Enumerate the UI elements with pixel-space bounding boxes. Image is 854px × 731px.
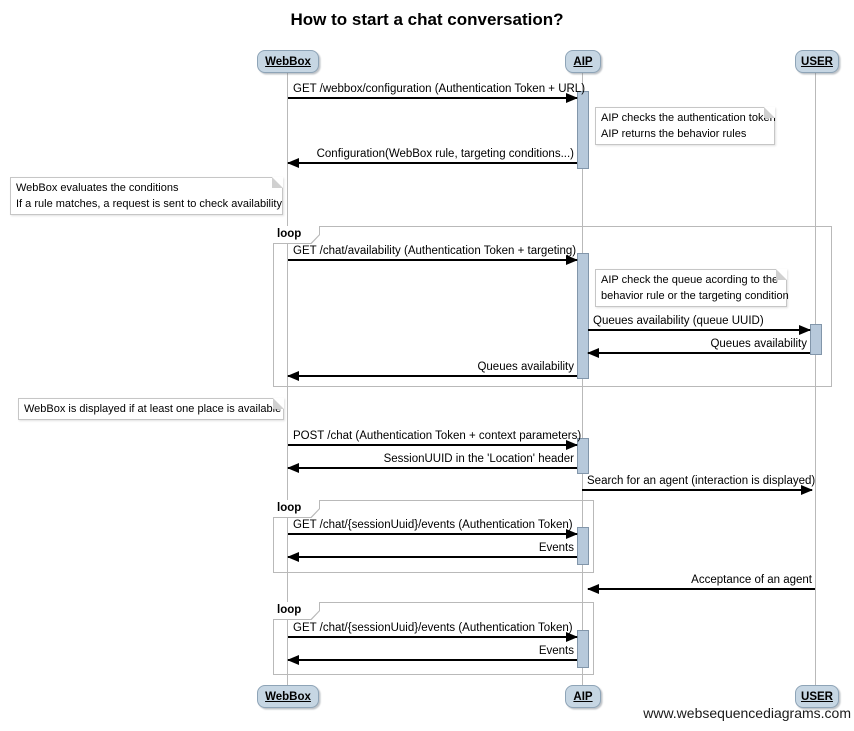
activation-aip-4 (577, 527, 589, 565)
message-acceptance-agent: Acceptance of an agent (587, 573, 815, 594)
message-label: GET /webbox/configuration (Authenticatio… (293, 83, 586, 95)
actor-aip-bottom: AIP (565, 685, 601, 708)
arrowhead-right-icon (566, 632, 578, 642)
arrow-line (288, 632, 578, 642)
actor-label: WebBox (265, 55, 311, 68)
arrowhead-left-icon (287, 158, 299, 168)
loop-label: loop (273, 500, 319, 517)
actor-label: AIP (573, 690, 593, 703)
message-label: Queues availability (477, 361, 574, 373)
arrow-line (287, 463, 577, 473)
message-events-2: Events (287, 644, 577, 665)
message-label: Events (538, 542, 574, 554)
arrowhead-left-icon (287, 463, 299, 473)
message-get-events-1: GET /chat/{sessionUuid}/events (Authenti… (288, 518, 578, 539)
arrowhead-right-icon (801, 485, 813, 495)
actor-label: WebBox (265, 690, 311, 703)
loop-label: loop (273, 226, 319, 243)
note-webbox-evaluates: WebBox evaluates the conditions If a rul… (10, 177, 283, 215)
arrow-line (587, 348, 810, 358)
message-label: Acceptance of an agent (691, 574, 812, 586)
arrowhead-right-icon (566, 93, 578, 103)
loop-tab: loop (273, 602, 320, 620)
actor-aip-top: AIP (565, 50, 601, 73)
message-label: Queues availability (710, 338, 807, 350)
arrow-line (288, 529, 578, 539)
message-queues-availability-user: Queues availability (587, 337, 810, 358)
message-configuration-response: Configuration(WebBox rule, targeting con… (287, 147, 577, 168)
message-queues-availability-webbox: Queues availability (287, 360, 577, 381)
activation-aip-2 (577, 253, 589, 379)
arrow-line (588, 325, 811, 335)
message-label: Configuration(WebBox rule, targeting con… (316, 148, 574, 160)
loop-frame-events-2: loop (273, 602, 594, 675)
lifeline-user (815, 71, 816, 685)
message-label: Events (538, 645, 574, 657)
message-get-events-2: GET /chat/{sessionUuid}/events (Authenti… (288, 621, 578, 642)
arrow-line (587, 584, 815, 594)
arrow-line (287, 655, 577, 665)
activation-aip-5 (577, 630, 589, 668)
actor-label: AIP (573, 55, 593, 68)
message-sessionuuid: SessionUUID in the 'Location' header (287, 452, 577, 473)
message-get-configuration: GET /webbox/configuration (Authenticatio… (288, 82, 586, 103)
message-label: GET /chat/{sessionUuid}/events (Authenti… (293, 519, 573, 531)
note-webbox-displayed: WebBox is displayed if at least one plac… (18, 398, 284, 420)
watermark: www.websequencediagrams.com (643, 705, 851, 721)
diagram-title: How to start a chat conversation? (290, 10, 564, 29)
actor-label: USER (801, 690, 833, 703)
message-events-1: Events (287, 541, 577, 562)
note-aip-checks-queue: AIP check the queue acording to the beha… (595, 269, 789, 307)
actor-user-top: USER (795, 50, 839, 73)
message-search-agent: Search for an agent (interaction is disp… (582, 474, 816, 495)
message-label: GET /chat/availability (Authentication T… (293, 245, 577, 257)
arrowhead-right-icon (566, 440, 578, 450)
message-queues-availability-uuid: Queues availability (queue UUID) (588, 314, 811, 335)
activation-aip-1 (577, 91, 589, 169)
actor-label: USER (801, 55, 833, 68)
arrow-line (582, 485, 813, 495)
arrowhead-left-icon (287, 655, 299, 665)
arrowhead-right-icon (799, 325, 811, 335)
actor-webbox-bottom: WebBox (257, 685, 319, 708)
message-post-chat: POST /chat (Authentication Token + conte… (288, 429, 582, 450)
activation-user-1 (810, 324, 822, 355)
arrow-line (287, 158, 577, 168)
arrowhead-left-icon (287, 552, 299, 562)
arrowhead-left-icon (587, 584, 599, 594)
arrowhead-left-icon (587, 348, 599, 358)
arrow-line (288, 93, 578, 103)
arrowhead-right-icon (566, 255, 578, 265)
loop-frame-events-1: loop (273, 500, 594, 573)
arrowhead-right-icon (566, 529, 578, 539)
activation-aip-3 (577, 438, 589, 474)
note-aip-checks-token: AIP checks the authentication token AIP … (595, 107, 776, 145)
message-get-availability: GET /chat/availability (Authentication T… (288, 244, 578, 265)
message-label: POST /chat (Authentication Token + conte… (293, 430, 582, 442)
message-label: GET /chat/{sessionUuid}/events (Authenti… (293, 622, 573, 634)
arrow-line (288, 255, 578, 265)
actor-webbox-top: WebBox (257, 50, 319, 73)
loop-tab: loop (273, 500, 320, 518)
loop-tab: loop (273, 226, 320, 244)
loop-frame-availability: loop (273, 226, 832, 387)
message-label: SessionUUID in the 'Location' header (383, 453, 574, 465)
arrowhead-left-icon (287, 371, 299, 381)
message-label: Queues availability (queue UUID) (593, 315, 764, 327)
arrow-line (287, 552, 577, 562)
arrow-line (288, 440, 578, 450)
message-label: Search for an agent (interaction is disp… (587, 475, 816, 487)
actor-user-bottom: USER (795, 685, 839, 708)
arrow-line (287, 371, 577, 381)
loop-label: loop (273, 602, 319, 619)
